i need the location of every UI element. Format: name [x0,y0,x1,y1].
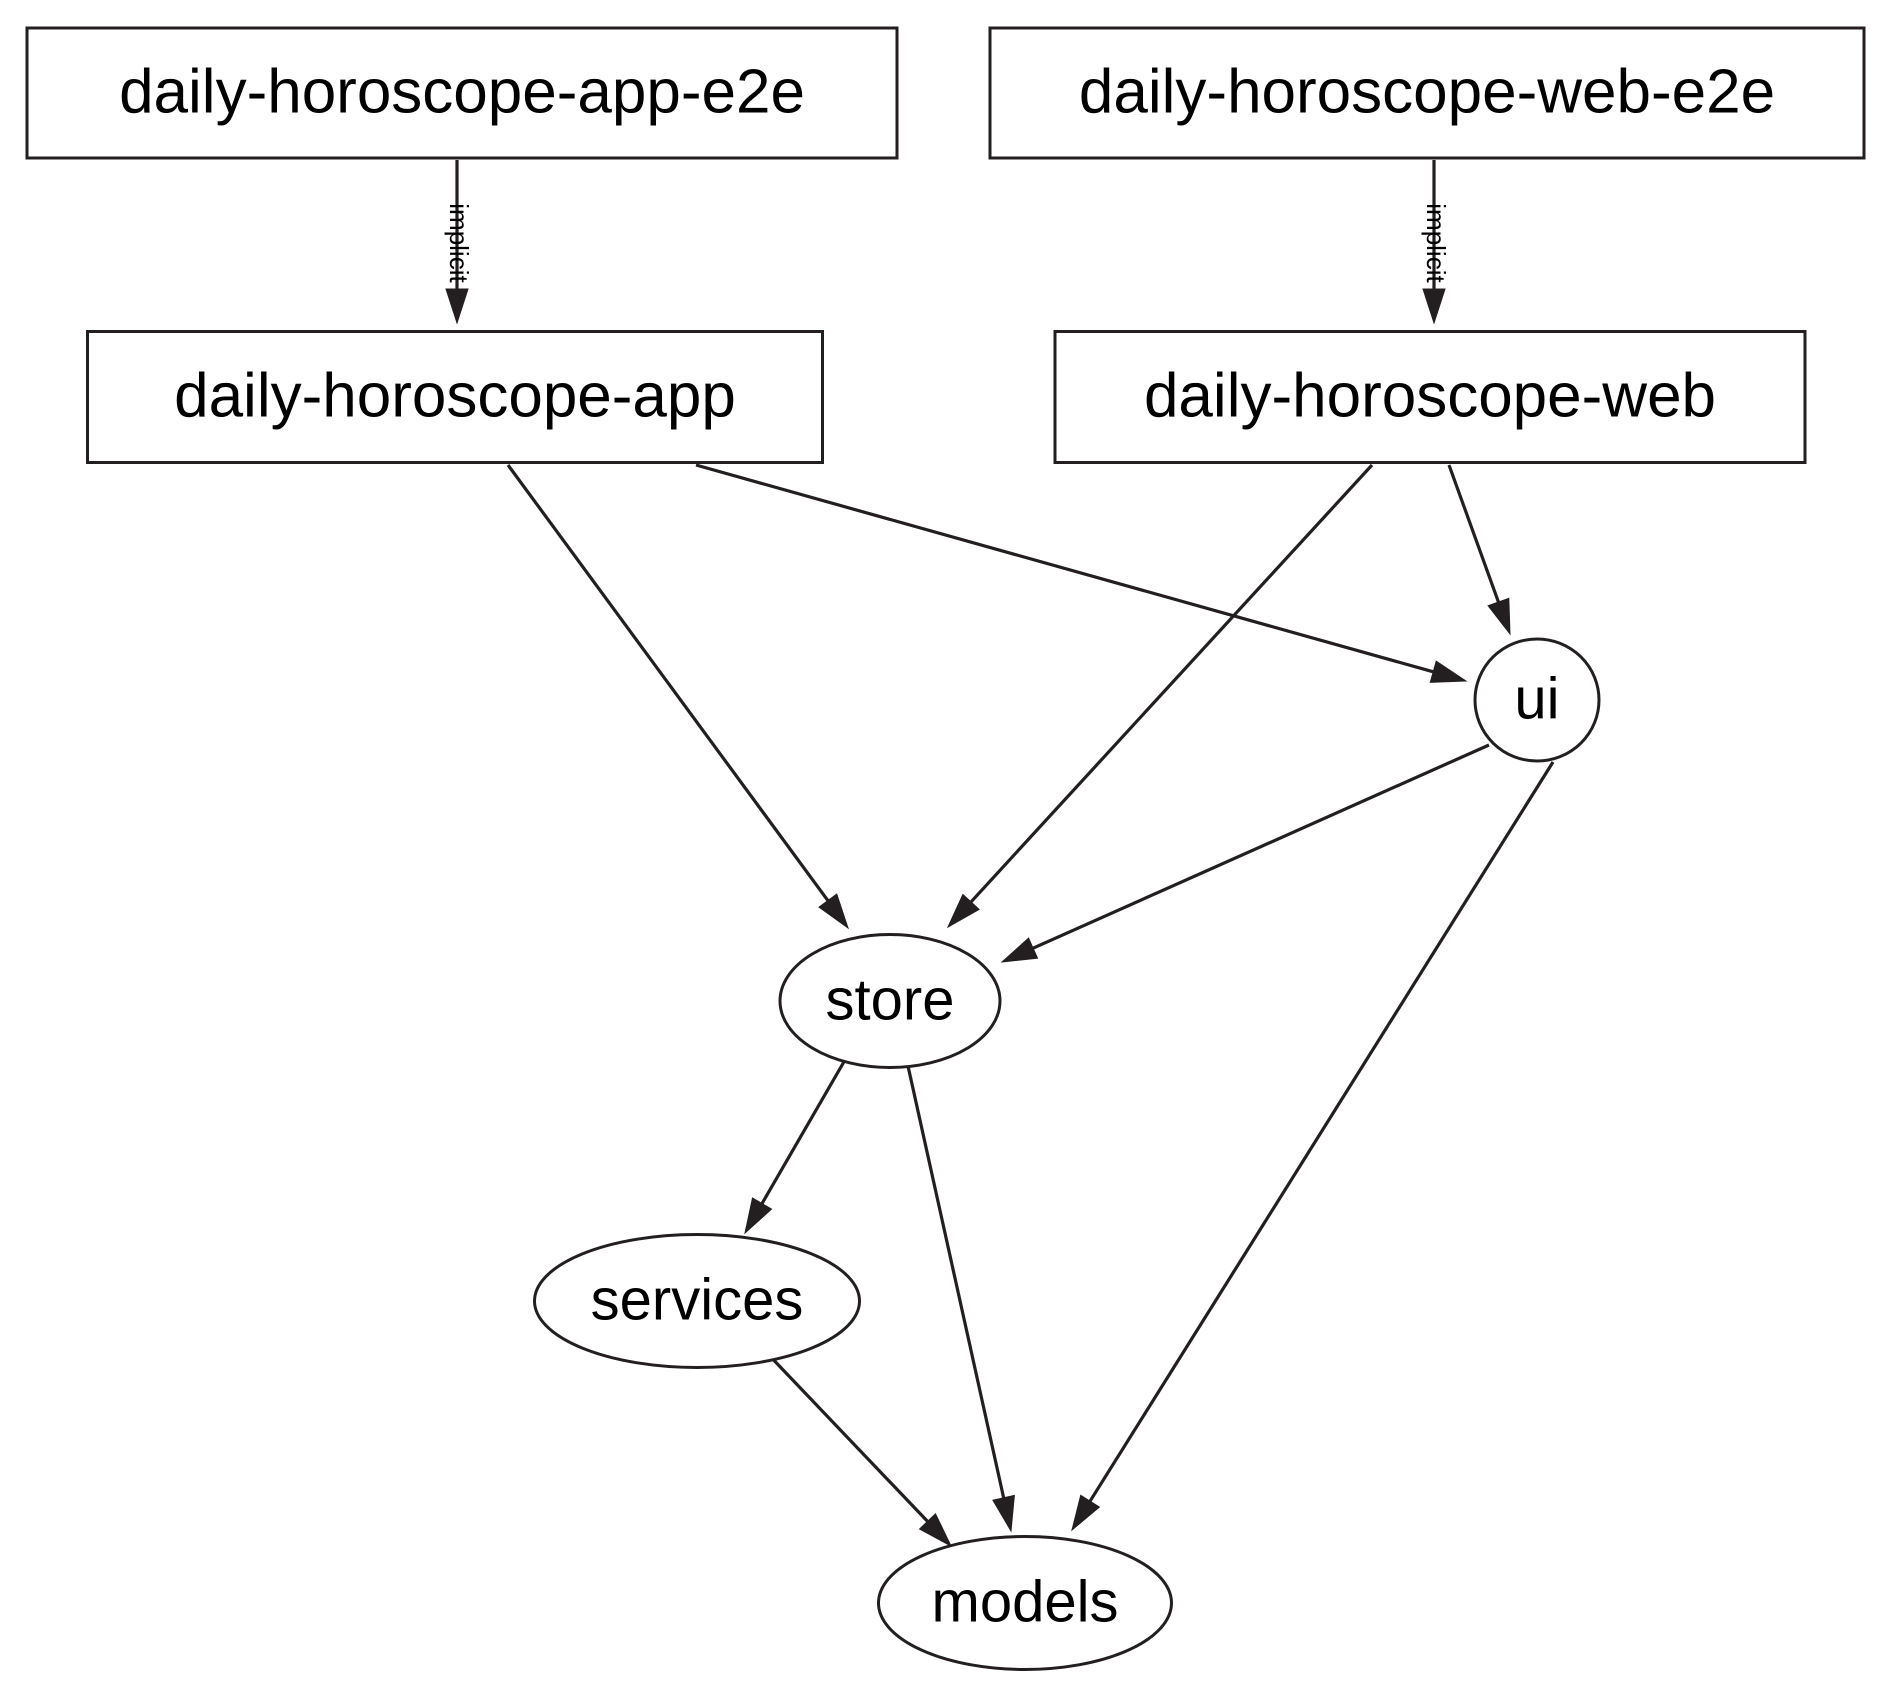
node-daily-horoscope-app-e2e[interactable]: daily-horoscope-app-e2e [25,26,899,160]
edge-ui-to-models [1071,761,1555,1532]
edge-daily-horoscope-web-to-store [946,463,1374,929]
edge-label-implicit: implicit [444,203,474,283]
edge-label-implicit: implicit [1421,203,1451,283]
edge-ui-to-store [1000,743,1490,963]
node-services[interactable]: services [533,1233,861,1369]
node-store[interactable]: store [778,933,1002,1069]
node-daily-horoscope-web[interactable]: daily-horoscope-web [1053,330,1807,464]
nodes-layer: daily-horoscope-app-e2e daily-horoscope-w… [25,26,1866,1671]
edge-arrowhead [992,1494,1015,1533]
edge-store-to-models [906,1065,1015,1533]
node-label: models [932,1569,1119,1634]
edge-arrowhead [1071,1494,1101,1532]
edge-arrowhead [946,893,980,929]
node-label: daily-horoscope-app-e2e [119,57,805,126]
edge-daily-horoscope-web-to-ui [1447,464,1511,636]
edge-line [695,463,1434,674]
edge-daily-horoscope-app-to-ui [695,463,1468,683]
edge-store-to-services [744,1059,847,1235]
node-ui[interactable]: ui [1473,637,1601,763]
edge-arrowhead [918,1512,953,1548]
edge-line [1447,464,1500,603]
node-shape-ellipse[interactable] [533,1233,861,1369]
node-shape-ellipse[interactable] [877,1535,1173,1671]
node-daily-horoscope-app[interactable]: daily-horoscope-app [86,330,824,464]
node-shape-rect[interactable] [25,26,899,160]
edge-arrowhead [1429,660,1468,683]
node-label: daily-horoscope-app [174,361,736,430]
edge-arrowhead [1422,288,1446,325]
node-models[interactable]: models [877,1535,1173,1671]
node-label: daily-horoscope-web [1144,361,1716,430]
edge-arrowhead [1000,937,1039,963]
node-label: ui [1514,666,1559,731]
edge-services-to-models [764,1350,953,1548]
edge-line [764,1350,929,1523]
edge-line [1088,761,1555,1503]
edge-arrowhead [1487,597,1511,636]
edge-line [969,463,1374,904]
edge-line [906,1065,1006,1499]
node-shape-ellipse[interactable] [1473,637,1601,763]
node-label: services [591,1267,804,1332]
edge-arrowhead [445,288,469,325]
node-label: daily-horoscope-web-e2e [1079,57,1775,126]
edge-line [760,1059,847,1205]
node-shape-rect[interactable] [988,26,1866,160]
edge-line [506,464,830,902]
node-shape-ellipse[interactable] [778,933,1002,1069]
edge-line [1032,743,1490,950]
edge-daily-horoscope-web-e2e-to-daily-horoscope-web [1422,160,1446,325]
node-daily-horoscope-web-e2e[interactable]: daily-horoscope-web-e2e [988,26,1866,160]
node-label: store [826,967,955,1032]
edge-labels-layer: implicit implicit [444,203,1451,283]
edge-arrowhead [744,1197,773,1235]
node-shape-rect[interactable] [1053,330,1807,464]
edge-daily-horoscope-app-e2e-to-daily-horoscope-app [445,160,469,325]
edge-daily-horoscope-app-to-store [506,464,849,930]
edge-arrowhead [818,893,849,930]
node-shape-rect[interactable] [86,330,824,464]
edges-layer [445,160,1555,1548]
